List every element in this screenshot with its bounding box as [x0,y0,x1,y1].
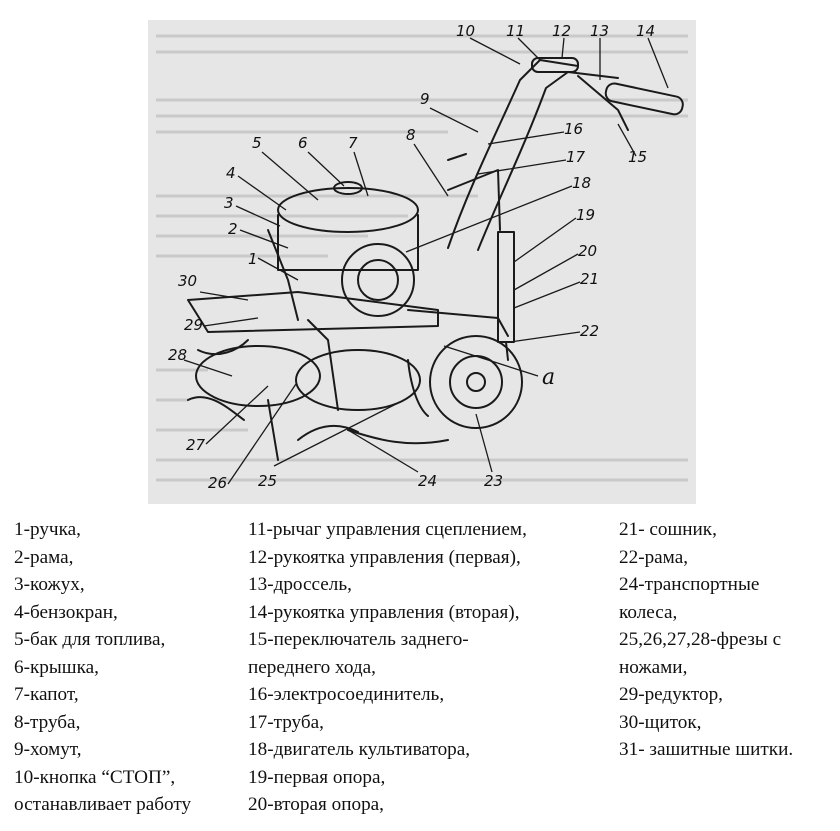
callout-9: 9 [420,90,430,108]
blade-6 [267,399,279,461]
coulter [505,341,509,361]
frame [407,309,509,337]
cultivator-drawing: 1 2 3 4 5 6 7 8 9 10 11 12 13 14 15 16 1… [156,22,688,492]
callout-2: 2 [228,220,238,238]
engine-starter-inner [357,259,399,301]
background-text-texture [156,34,688,482]
legend-item: 10-кнопка “СТОП”, [14,766,176,788]
leader-lines [183,37,669,485]
callout-16: 16 [564,120,583,138]
legend-item: 31- зашитные шитки. [619,739,794,760]
tube [447,169,501,231]
callout-24: 24 [418,472,437,490]
legend-item: 29-редуктор, [619,684,723,705]
legend-column-1: 1-ручка, 2-рама, 3-кожух, 4-бензокран, 5… [14,516,246,819]
legend-item: 16-электросоединитель, [248,684,445,705]
legend-item: 14-рукоятка управления (вторая), [248,601,520,623]
callout-26: 26 [208,474,227,492]
legend-item: 30-щиток, [619,711,702,733]
legend-item: 1-ручка, [14,519,81,540]
legend-item: 7-капот, [14,684,79,705]
tiller-blades-left [195,345,321,407]
cover-guard [267,229,299,321]
callout-13: 13 [590,22,609,40]
callout-19: 19 [576,206,595,224]
fuel-tank [277,187,419,233]
callout-18: 18 [572,174,591,192]
engine-body [277,214,419,271]
callout-6: 6 [298,134,308,152]
callout-30: 30 [178,272,197,290]
callout-1: 1 [248,250,258,268]
blade-3 [297,424,359,441]
legend-item: 11-рычаг управления сцеплением, [248,519,527,540]
legend-item: 6-крышка, [14,656,99,678]
legend-item: 4-бензокран, [14,601,118,623]
callout-12: 12 [552,22,571,40]
callout-14: 14 [636,22,655,40]
legend-item: 19-первая опора, [248,766,386,788]
wheel-hub-ring [449,355,503,409]
handle-bar-left [447,59,579,249]
callout-22: 22 [580,322,599,340]
cultivator-diagram: 1 2 3 4 5 6 7 8 9 10 11 12 13 14 15 16 1… [148,20,696,504]
callout-15: 15 [628,148,647,166]
legend-item: 24-транспортные колеса, [619,574,760,623]
callout-letter-a: a [542,365,555,390]
support-post [497,231,515,343]
callout-8: 8 [406,126,416,144]
legend-item: 2-рама, [14,546,74,568]
blade-5 [347,429,449,445]
legend-column-2: 11-рычаг управления сцеплением, 12-рукоя… [248,516,608,819]
callout-4: 4 [226,164,236,182]
blade-4 [407,359,429,417]
callout-21: 21 [580,270,599,288]
legend-item: 21- сошник, [619,519,717,540]
shield-plate [187,291,439,333]
legend-item: 22-рама, [619,546,689,568]
legend-item: 9-хомут, [14,739,82,760]
callout-28: 28 [168,346,187,364]
callout-29: 29 [184,316,203,334]
legend-item: останавливает работу [14,794,192,815]
callout-20: 20 [578,242,597,260]
legend-item: 13-дроссель, [248,574,352,595]
transport-wheel [429,335,523,429]
callout-5: 5 [252,134,262,152]
legend-item: 8-труба, [14,711,81,733]
reverse-switch-lever [577,75,629,131]
tiller-blades-right [295,349,421,411]
callout-3: 3 [224,194,234,212]
wheel-hub [466,372,486,392]
callout-27: 27 [186,436,206,454]
callout-7: 7 [348,134,358,152]
callout-17: 17 [566,148,586,166]
legend-item: 12-рукоятка управления (первая), [248,546,521,568]
legend-item: 20-вторая опора, [248,794,384,815]
legend-item: 18-двигатель культиватора, [248,739,471,760]
legend-item: 15-переключатель заднего- переднего хода… [248,629,469,678]
reducer [307,319,339,411]
blade-1 [187,396,245,421]
blade-2 [197,339,249,356]
callout-23: 23 [484,472,503,490]
handle-bar-right [477,71,619,251]
machine-outline [187,57,684,461]
legend-item: 25,26,27,28-фрезы с ножами, [619,629,782,678]
legend-item: 3-кожух, [14,574,85,595]
clamp [447,153,467,161]
callout-25: 25 [258,472,277,490]
callout-10: 10 [456,22,475,40]
grip-second [604,82,684,116]
legend-item: 5-бак для топлива, [14,629,166,650]
engine-recoil-starter [341,243,415,317]
legend-column-3: 21- сошник, 22-рама, 24-транспортные кол… [619,516,837,764]
legend-item: 17-труба, [248,711,324,733]
tank-cap [333,181,363,195]
callout-11: 11 [506,22,525,40]
grip-first [531,57,579,73]
